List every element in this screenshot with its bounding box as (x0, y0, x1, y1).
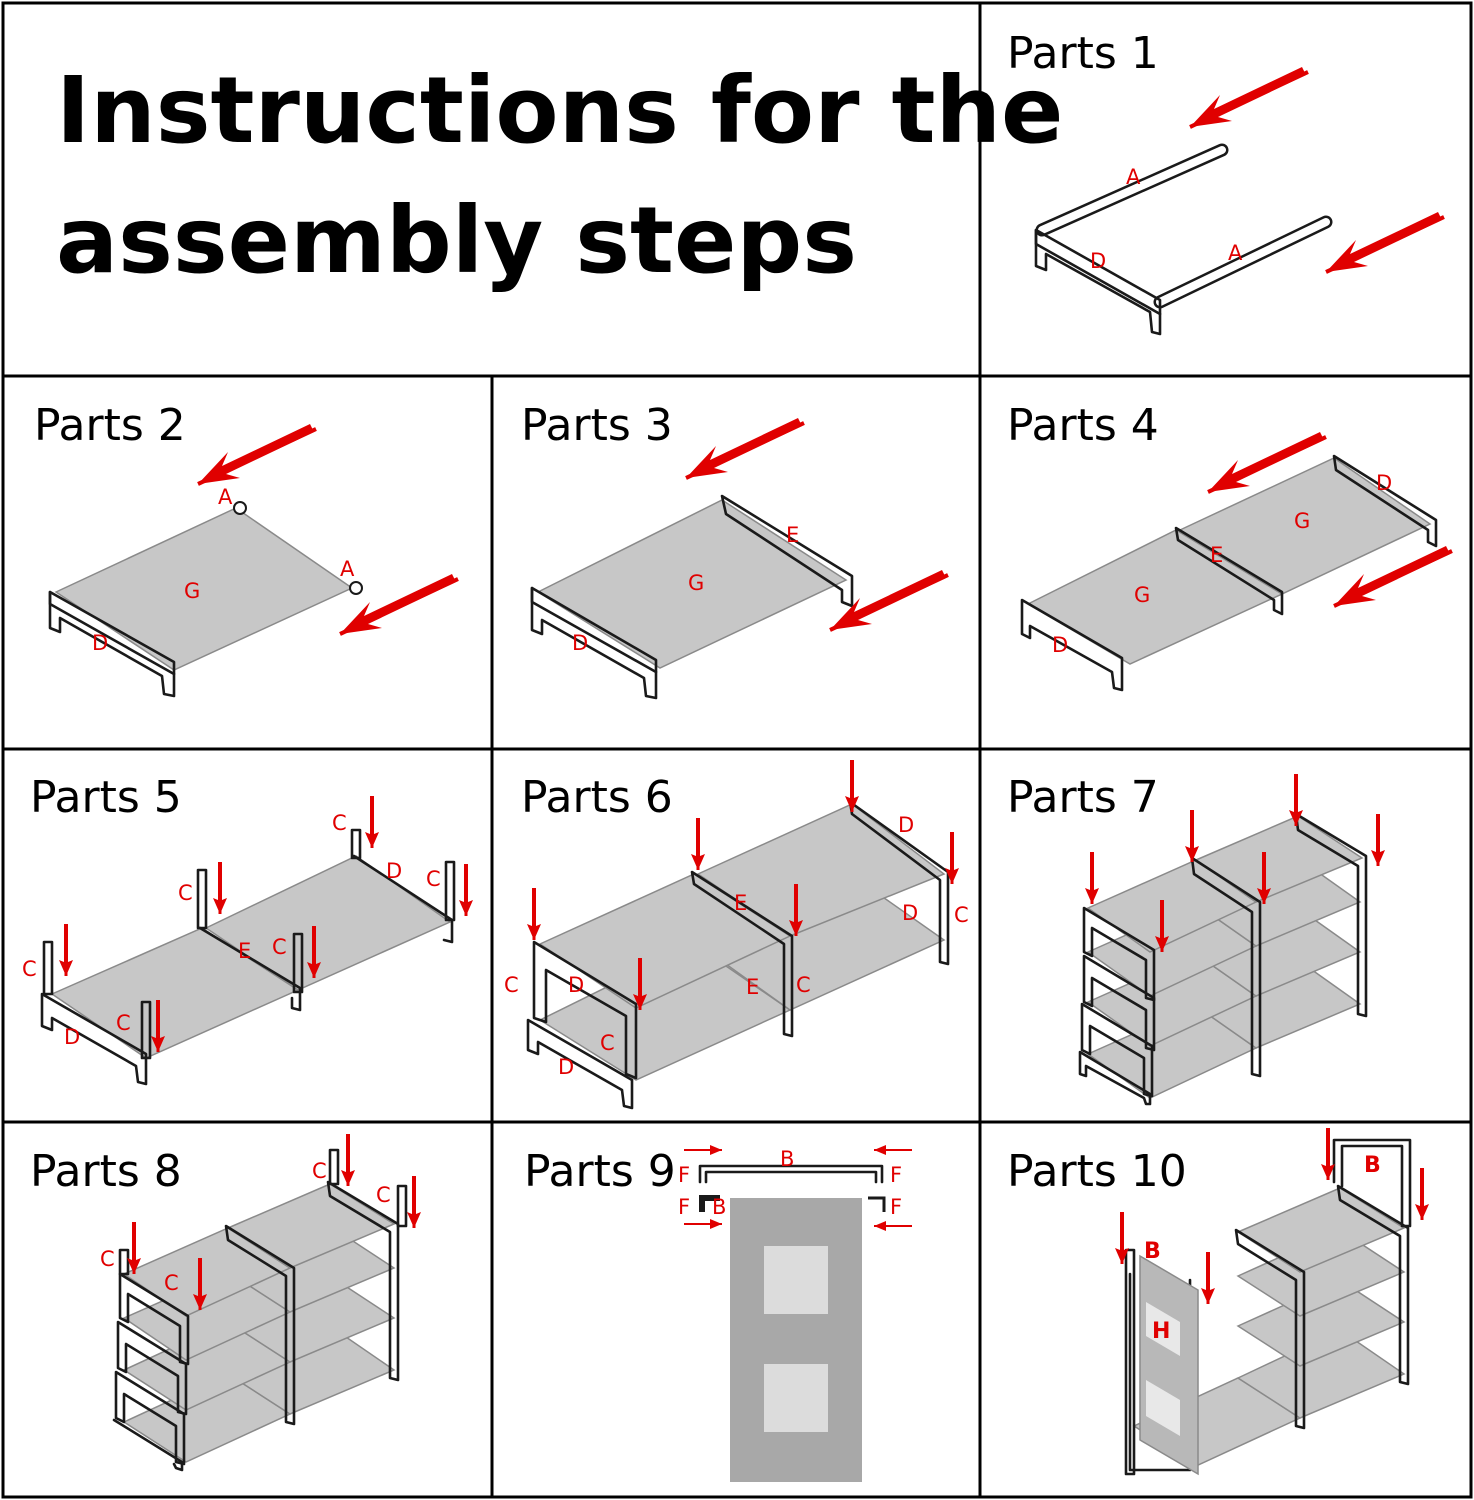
part-label-g: G (1134, 583, 1150, 607)
part-label-e: E (746, 975, 759, 999)
part-label-c: C (272, 935, 287, 959)
part-label-c: C (376, 1183, 391, 1207)
panel-label-parts-4: Parts 4 (1007, 400, 1159, 451)
part-label-f: F (890, 1195, 902, 1219)
part-label-c: C (100, 1247, 115, 1271)
parts-5-illustration: C D C C E C C C D (22, 794, 475, 1086)
part-label-c: C (796, 973, 811, 997)
part-label-f: F (890, 1163, 902, 1187)
part-label-e: E (238, 939, 251, 963)
panel-label-parts-3: Parts 3 (521, 400, 673, 451)
part-label-b: B (1144, 1239, 1161, 1264)
part-label-b: B (780, 1147, 794, 1171)
part-label-h: H (1152, 1319, 1170, 1344)
panel-label-parts-9: Parts 9 (524, 1146, 676, 1197)
part-label-d: D (898, 813, 914, 837)
part-label-d: D (64, 1025, 80, 1049)
parts-9-illustration: B F F F B F (678, 1144, 913, 1482)
title-line-2: assembly steps (56, 187, 857, 294)
parts-3-illustration: E G D (530, 416, 950, 700)
cover-window-bottom (1146, 1380, 1180, 1436)
part-label-b: B (1364, 1153, 1381, 1178)
part-label-f: F (678, 1163, 690, 1187)
panel-label-parts-10: Parts 10 (1007, 1146, 1187, 1197)
part-label-c: C (504, 973, 519, 997)
part-label-d: D (558, 1055, 574, 1079)
part-label-d: D (568, 973, 584, 997)
parts-10-illustration: B B H (1113, 1126, 1431, 1476)
panel-label-parts-8: Parts 8 (30, 1146, 182, 1197)
part-label-d: D (1090, 249, 1106, 273)
part-label-b: B (712, 1195, 726, 1219)
cover-panel (730, 1198, 862, 1482)
part-label-e: E (734, 891, 747, 915)
parts-1-illustration: A A D (1034, 65, 1446, 336)
part-label-c: C (178, 881, 193, 905)
parts-7-illustration (1078, 772, 1387, 1106)
cover-window-top (1146, 1302, 1180, 1356)
part-label-d: D (92, 631, 108, 655)
panel-label-parts-6: Parts 6 (521, 772, 673, 823)
part-label-d: D (572, 631, 588, 655)
part-label-c: C (954, 903, 969, 927)
part-label-a: A (1228, 241, 1243, 265)
part-label-c: C (426, 867, 441, 891)
part-label-g: G (184, 579, 200, 603)
cover-window-bottom (764, 1364, 828, 1432)
part-label-c: C (164, 1271, 179, 1295)
cover-panel (1139, 1254, 1199, 1476)
part-label-a: A (340, 557, 355, 581)
part-label-c: C (116, 1011, 131, 1035)
part-label-c: C (600, 1031, 615, 1055)
part-label-c: C (312, 1159, 327, 1183)
title-block: Instructions for the assembly steps (56, 57, 1063, 294)
parts-6-illustration: D E D C C D E C C D (504, 758, 969, 1110)
panel-label-parts-1: Parts 1 (1007, 28, 1159, 79)
part-label-d: D (386, 859, 402, 883)
part-label-a: A (218, 485, 233, 509)
panel-label-parts-7: Parts 7 (1007, 772, 1159, 823)
part-label-g: G (688, 571, 704, 595)
parts-8-illustration: C C C C (100, 1132, 423, 1472)
parts-2-illustration: A A G D (48, 422, 460, 698)
part-label-f: F (678, 1195, 690, 1219)
part-label-e: E (786, 523, 799, 547)
panel-label-parts-5: Parts 5 (30, 772, 182, 823)
part-label-e: E (1210, 543, 1223, 567)
part-label-d: D (1376, 471, 1392, 495)
title-line-1: Instructions for the (56, 57, 1063, 164)
part-label-c: C (332, 811, 347, 835)
part-label-c: C (22, 957, 37, 981)
part-label-a: A (1126, 165, 1141, 189)
part-label-d: D (902, 901, 918, 925)
panel-label-parts-2: Parts 2 (34, 400, 186, 451)
part-label-d: D (1052, 633, 1068, 657)
part-label-g: G (1294, 509, 1310, 533)
cover-window-top (764, 1246, 828, 1314)
parts-4-illustration: D G E G D (1020, 430, 1454, 692)
